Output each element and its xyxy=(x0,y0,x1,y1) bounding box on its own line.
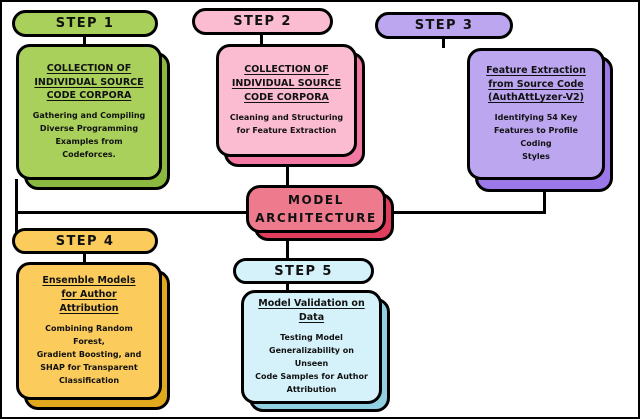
step-2-body: Cleaning and Structuring for Feature Ext… xyxy=(230,112,343,138)
step-2-title-line-3: CODE CORPORA xyxy=(244,91,329,103)
step-4-card[interactable]: Ensemble Models for Author Attribution C… xyxy=(16,262,162,400)
step-1-pill[interactable]: STEP 1 xyxy=(12,10,158,37)
step-2-title-line-2: INDIVIDUAL SOURCE xyxy=(231,78,342,90)
step-1-title-line-1: COLLECTION OF xyxy=(46,62,132,74)
step-1-card[interactable]: COLLECTION OF INDIVIDUAL SOURCE CODE COR… xyxy=(16,44,162,180)
step-4-body-line-3: SHAP for Transparent xyxy=(40,362,138,372)
step-1-title-line-2: INDIVIDUAL SOURCE xyxy=(34,76,144,88)
connector-step4-pill-stem xyxy=(83,253,86,262)
step-3-body-line-2: Features to Profile Coding xyxy=(494,126,578,149)
step-4-title-line-2: for Author xyxy=(61,289,117,301)
connector-step3-down xyxy=(543,180,546,213)
step-4-body-line-1: Combining Random Forest, xyxy=(45,323,133,346)
connector-step3-pill-stem xyxy=(442,39,445,48)
step-3-title-line-1: Feature Extraction xyxy=(486,64,586,76)
step-5-body-line-1: Testing Model xyxy=(280,332,343,342)
connector-left-bus xyxy=(15,211,247,214)
step-4-title-line-1: Ensemble Models xyxy=(42,275,136,287)
step-2-title-line-1: COLLECTION OF xyxy=(244,64,329,76)
step-3-body: Identifying 54 Key Features to Profile C… xyxy=(480,112,592,164)
step-5-title-line-2: Data xyxy=(298,312,325,324)
step-1-pill-label: STEP 1 xyxy=(55,16,115,31)
connector-hub-to-step5 xyxy=(286,235,289,265)
hub-label-line-1: MODEL xyxy=(288,193,344,207)
step-1-body: Gathering and Compiling Diverse Programm… xyxy=(29,110,149,162)
step-2-title: COLLECTION OF INDIVIDUAL SOURCE CODE COR… xyxy=(232,63,341,104)
connector-step5-pill-stem xyxy=(286,281,289,290)
step-4-body-line-2: Gradient Boosting, and xyxy=(36,349,142,359)
connector-bus-to-step4 xyxy=(15,211,18,236)
step-5-body: Testing Model Generalizability on Unseen… xyxy=(254,332,369,397)
model-architecture-hub[interactable]: MODEL ARCHITECTURE xyxy=(246,185,386,233)
step-5-card[interactable]: Model Validation on Data Testing Model G… xyxy=(241,290,382,404)
step-1-body-line-2: Diverse Programming xyxy=(39,124,139,134)
connector-step2-to-hub xyxy=(286,157,289,186)
step-4-pill[interactable]: STEP 4 xyxy=(12,228,158,254)
step-5-pill[interactable]: STEP 5 xyxy=(233,258,374,284)
step-4-title-line-3: Attribution xyxy=(59,303,119,314)
step-4-body: Combining Random Forest, Gradient Boosti… xyxy=(29,323,149,388)
step-1-body-line-1: Gathering and Compiling xyxy=(32,111,146,121)
step-5-title: Model Validation on Data xyxy=(258,297,364,325)
connector-step1-pill-stem xyxy=(83,36,86,44)
step-5-title-line-1: Model Validation on xyxy=(258,298,365,310)
step-3-pill[interactable]: STEP 3 xyxy=(375,12,513,39)
step-3-pill-label: STEP 3 xyxy=(414,18,474,33)
step-2-body-line-1: Cleaning and Structuring xyxy=(229,112,344,122)
connector-step1-down xyxy=(15,179,18,213)
step-3-body-line-3: Styles xyxy=(522,152,550,162)
step-3-body-line-1: Identifying 54 Key xyxy=(494,113,578,123)
step-4-body-line-4: Classification xyxy=(58,375,120,385)
step-3-title: Feature Extraction from Source Code (Aut… xyxy=(486,64,586,105)
step-4-title: Ensemble Models for Author Attribution xyxy=(42,274,135,315)
step-3-title-line-2: from Source Code xyxy=(488,78,584,90)
step-5-body-line-3: Code Samples for Author xyxy=(255,371,368,381)
step-4-pill-label: STEP 4 xyxy=(55,233,115,249)
step-2-card[interactable]: COLLECTION OF INDIVIDUAL SOURCE CODE COR… xyxy=(216,44,357,157)
step-2-pill[interactable]: STEP 2 xyxy=(192,8,333,35)
step-5-pill-label: STEP 5 xyxy=(274,263,333,279)
hub-label-line-2: ARCHITECTURE xyxy=(255,211,377,225)
step-2-pill-label: STEP 2 xyxy=(233,14,292,29)
step-5-body-line-2: Generalizability on Unseen xyxy=(269,345,354,368)
step-1-body-line-3: Examples from Codeforces. xyxy=(55,137,123,160)
step-1-title: COLLECTION OF INDIVIDUAL SOURCE CODE COR… xyxy=(34,62,143,103)
connector-right-bus xyxy=(387,211,546,214)
step-5-body-line-4: Attribution xyxy=(286,384,337,394)
step-1-title-line-3: CODE CORPORA xyxy=(46,90,132,102)
step-3-card[interactable]: Feature Extraction from Source Code (Aut… xyxy=(467,48,605,180)
step-2-body-line-2: for Feature Extraction xyxy=(236,125,337,135)
connector-step2-pill-stem xyxy=(260,35,263,44)
step-3-title-line-3: (AuthAttLyzer-V2) xyxy=(487,92,584,104)
